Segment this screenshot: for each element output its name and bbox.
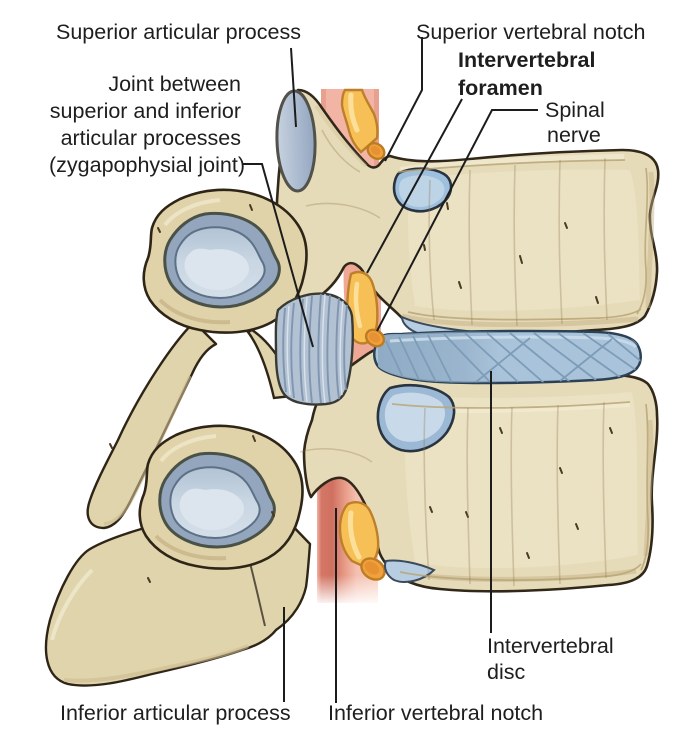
- svg-text:Intervertebral: Intervertebral: [458, 48, 595, 72]
- svg-text:Inferior vertebral notch: Inferior vertebral notch: [328, 701, 543, 725]
- svg-text:Inferior articular process: Inferior articular process: [60, 701, 291, 725]
- svg-text:disc: disc: [487, 660, 525, 684]
- svg-text:Superior articular process: Superior articular process: [56, 20, 301, 44]
- svg-text:Joint between: Joint between: [108, 72, 241, 96]
- svg-text:articular processes: articular processes: [61, 126, 241, 150]
- svg-text:superior and inferior: superior and inferior: [50, 99, 241, 123]
- svg-text:(zygapophysial joint): (zygapophysial joint): [49, 153, 245, 177]
- svg-text:nerve: nerve: [547, 123, 601, 147]
- svg-text:Superior vertebral notch: Superior vertebral notch: [416, 20, 645, 44]
- svg-text:foramen: foramen: [458, 76, 543, 100]
- svg-text:Intervertebral: Intervertebral: [487, 634, 614, 658]
- svg-text:Spinal: Spinal: [545, 98, 605, 122]
